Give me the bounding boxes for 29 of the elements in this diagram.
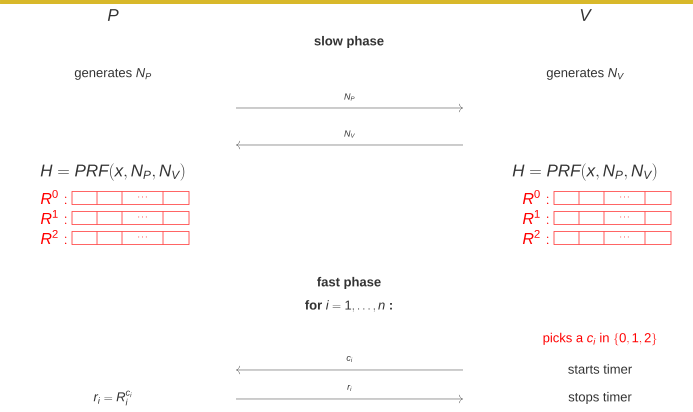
step-text: $\mbox{generates } N_P$ (74, 68, 152, 80)
party-name: $P$ (108, 9, 119, 21)
step-text: $\mbox{picks a } c_i \mbox{ in } \{0, 1, 2\}$ (544, 332, 656, 346)
loop-heading: $\mbox{\textbf{for} } i = 1, \ldots, n \mbox{ \textbf{:}}$ (305, 300, 392, 312)
step-text: stops timer (568, 392, 632, 404)
ellipsis: $\ldots$ (138, 216, 147, 218)
register-name: $R^0 :$ (40, 190, 66, 204)
ellipsis: $\ldots$ (620, 236, 629, 238)
phase-heading: fast phase (317, 276, 381, 290)
formula: $H = PRF(x, N_P, N_V)$ (512, 163, 656, 181)
register-name: $R^2 :$ (40, 230, 66, 244)
ellipsis: $\ldots$ (138, 236, 147, 238)
register-name: $R^1 :$ (522, 210, 548, 224)
message-label: $N_V$ (344, 130, 355, 138)
message-label: $c_i$ (346, 356, 352, 362)
ellipsis: $\ldots$ (138, 196, 147, 198)
formula: $H = PRF(x, N_P, N_V)$ (40, 163, 184, 181)
ellipsis: $\ldots$ (620, 196, 629, 198)
step-text: starts timer (568, 364, 632, 374)
register-name: $R^0 :$ (522, 190, 548, 204)
message-label: $r_i$ (347, 384, 352, 392)
formula: $r_i = R_i^{c_i}$ (94, 390, 132, 406)
party-name: $V$ (580, 9, 592, 21)
ellipsis: $\ldots$ (620, 216, 629, 218)
message-label: $N_P$ (344, 93, 354, 101)
phase-heading: slow phase (314, 36, 384, 48)
step-text: $\mbox{generates } N_V$ (546, 68, 624, 80)
register-name: $R^2 :$ (522, 230, 548, 244)
register-name: $R^1 :$ (40, 210, 66, 224)
